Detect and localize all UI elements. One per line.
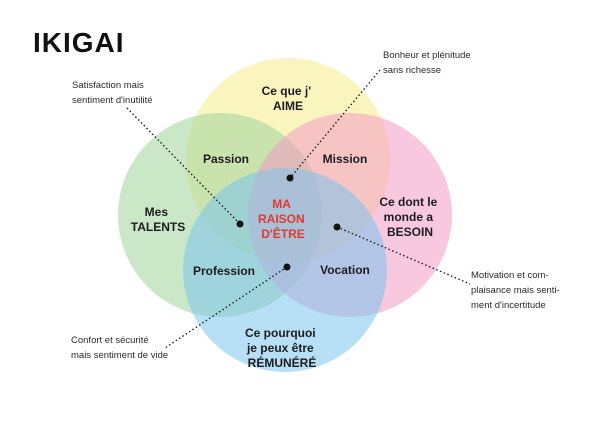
annotation-line-vocation (336, 226, 471, 285)
circle-paid (183, 168, 387, 372)
passion-label: Passion (203, 152, 249, 166)
paid-label: Ce pourquoi je peux être RÉMUNÉRÉ (245, 326, 319, 370)
annotation-passion: Satisfaction mais sentiment d'inutilité (72, 80, 153, 106)
annotation-profession: Confort et sécurité mais sentiment de vi… (71, 335, 168, 361)
annotation-line-profession (164, 266, 288, 349)
annotation-line-mission (289, 69, 381, 179)
center-label: MA RAISON D'ÊTRE (258, 197, 308, 241)
love-label: Ce que j' AIME (262, 84, 315, 113)
annotation-dot-vocation (333, 223, 341, 231)
annotation-mission: Bonheur et plénitude sans richesse (383, 50, 473, 76)
mission-label: Mission (323, 152, 368, 166)
annotation-vocation: Motivation et com- plaisance mais senti-… (471, 270, 562, 311)
annotation-dot-passion (236, 220, 244, 228)
vocation-label: Vocation (320, 263, 370, 277)
talents-label: Mes TALENTS (131, 205, 185, 234)
annotation-dot-profession (283, 263, 291, 271)
profession-label: Profession (193, 264, 255, 278)
annotation-line-passion (126, 107, 241, 225)
needs-label: Ce dont le monde a BESOIN (379, 195, 440, 239)
page-title: IKIGAI (33, 27, 125, 58)
annotation-dot-mission (286, 174, 294, 182)
